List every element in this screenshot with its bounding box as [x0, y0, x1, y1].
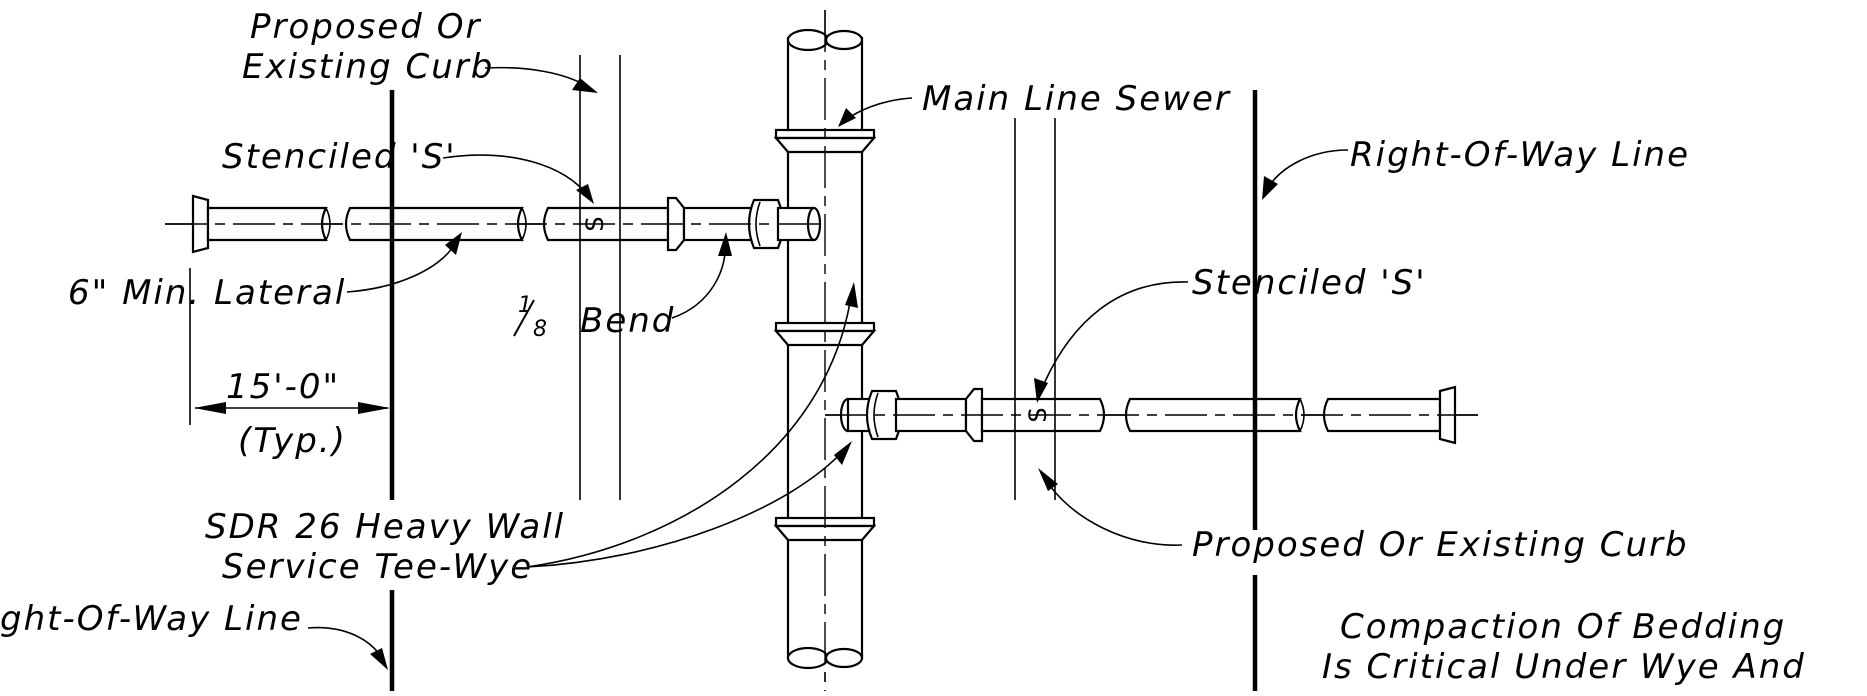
- right-lateral-pipe: [825, 385, 1478, 445]
- leader-lines: [307, 66, 1349, 670]
- curb-lines-left: [579, 55, 621, 500]
- dimension-line: [189, 268, 390, 425]
- label-bend: Bend: [580, 301, 675, 341]
- label-tee-wye-line1: SDR 26 Heavy Wall: [205, 507, 565, 547]
- label-curb-top-line1: Proposed Or: [250, 7, 481, 47]
- label-dimension-typ: (Typ.): [238, 421, 347, 461]
- stencil-mark-left: S: [581, 216, 609, 231]
- label-curb-top-line2: Existing Curb: [242, 47, 494, 87]
- label-curb-bottom: Proposed Or Existing Curb: [1192, 525, 1689, 565]
- label-dimension: 15'-0": [226, 367, 340, 407]
- note-line2: Is Critical Under Wye And: [1322, 647, 1806, 687]
- note-line1: Compaction Of Bedding: [1340, 607, 1786, 647]
- label-right-of-way-left: ght-Of-Way Line: [0, 599, 303, 639]
- label-tee-wye-line2: Service Tee-Wye: [222, 547, 533, 587]
- main-line-sewer-pipe: [773, 10, 877, 691]
- label-main-line-sewer: Main Line Sewer: [922, 79, 1231, 119]
- label-min-lateral: 6" Min. Lateral: [68, 273, 346, 313]
- label-eighth-bend: 1 8 Bend: [513, 293, 675, 342]
- stencil-mark-right: S: [1024, 407, 1052, 422]
- label-stenciled-s-top: Stenciled 'S': [222, 137, 457, 177]
- fraction-denominator: 8: [533, 317, 547, 342]
- curb-lines-right: [1014, 118, 1056, 500]
- label-stenciled-s-right: Stenciled 'S': [1192, 263, 1427, 303]
- label-right-of-way-right: Right-Of-Way Line: [1350, 135, 1690, 175]
